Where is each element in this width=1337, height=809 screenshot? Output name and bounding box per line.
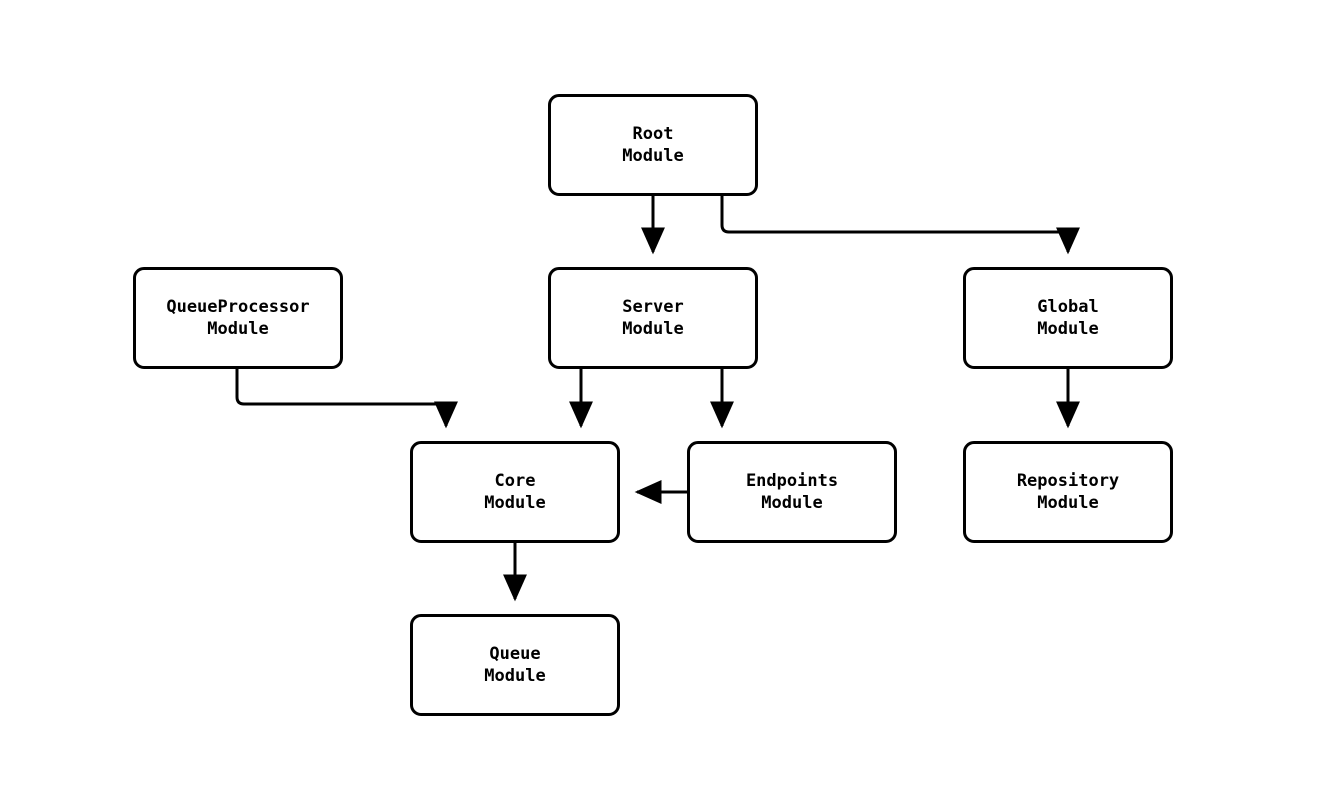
node-repository-module[interactable]: Repository Module: [963, 441, 1173, 543]
node-queue-module[interactable]: Queue Module: [410, 614, 620, 716]
node-root-module-label-line1: Root: [632, 124, 674, 144]
node-repository-module-label-line2: Module: [1037, 493, 1099, 513]
node-core-module[interactable]: Core Module: [410, 441, 620, 543]
node-root-module-label-line2: Module: [622, 146, 684, 166]
node-queueprocessor-module-label-line2: Module: [207, 319, 269, 339]
edge-queueprocessor-to-core: [235, 369, 458, 429]
node-repository-module-label-line1: Repository: [1016, 471, 1120, 491]
node-queueprocessor-module[interactable]: QueueProcessor Module: [133, 267, 343, 369]
node-queue-module-label-line2: Module: [484, 666, 546, 686]
node-queueprocessor-module-label-line1: QueueProcessor: [166, 297, 310, 317]
node-core-module-label-line2: Module: [484, 493, 546, 513]
node-endpoints-module-label-line2: Module: [761, 493, 823, 513]
node-server-module[interactable]: Server Module: [548, 267, 758, 369]
node-server-module-label-line1: Server: [622, 297, 684, 317]
node-endpoints-module[interactable]: Endpoints Module: [687, 441, 897, 543]
edge-root-to-global: [720, 196, 1080, 255]
node-global-module-label-line2: Module: [1037, 319, 1099, 339]
node-queue-module-label-line1: Queue: [489, 644, 541, 664]
node-server-module-label-line2: Module: [622, 319, 684, 339]
node-endpoints-module-label-line1: Endpoints: [745, 471, 839, 491]
node-global-module[interactable]: Global Module: [963, 267, 1173, 369]
node-global-module-label-line1: Global: [1037, 297, 1099, 317]
node-root-module[interactable]: Root Module: [548, 94, 758, 196]
node-core-module-label-line1: Core: [494, 471, 536, 491]
